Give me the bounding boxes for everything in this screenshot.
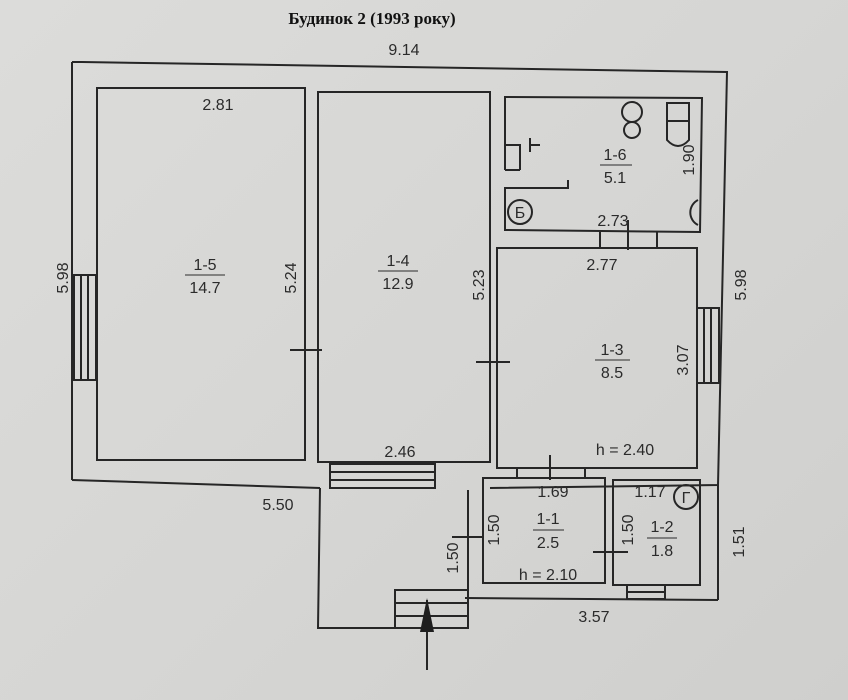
label-dimensions-annex-height: 1.51: [731, 526, 748, 557]
room-labels: 1-5 14.7 1-4 12.9 1-6 5.1 1-3 8.5 1-1 2.…: [185, 147, 677, 560]
label-dimensions-room-1-4-height: 5.23: [471, 269, 488, 300]
label-dimensions-room-1-4-width: 2.46: [384, 444, 415, 461]
window-bottom: [329, 463, 436, 489]
label-rooms-1-id: 1-4: [386, 253, 409, 270]
label-dimensions-left-height: 5.98: [55, 262, 72, 293]
label-rooms-0-id: 1-5: [193, 257, 216, 274]
boiler-symbol-icon: Б: [507, 199, 533, 225]
heater-icon: [689, 199, 699, 226]
label-rooms-4-id: 1-1: [536, 511, 559, 528]
label-rooms-4-area: 2.5: [537, 535, 559, 552]
label-dimensions-room-1-1-ceiling: h = 2.10: [519, 567, 577, 584]
label-dimensions-overall-width: 9.14: [388, 42, 419, 59]
label-rooms-5-area: 1.8: [651, 543, 673, 560]
doors: [290, 220, 658, 553]
label-dimensions-room-1-2-height: 1.50: [620, 514, 637, 545]
label-rooms-5-id: 1-2: [650, 519, 673, 536]
dimension-labels: 9.14 2.81 5.98 5.24 5.23 2.46 2.73 1.90 …: [55, 42, 750, 626]
label-rooms-3-area: 8.5: [601, 365, 623, 382]
label-dimensions-room-1-3-height: 3.07: [675, 344, 692, 375]
label-dimensions-annex-width: 3.57: [578, 609, 609, 626]
label-dimensions-room-1-6-height: 1.90: [681, 144, 698, 175]
label-dimensions-porch-height: 1.50: [445, 542, 462, 573]
label-dimensions-room-1-6-width: 2.73: [597, 213, 628, 230]
label-symbols-gas: Г: [682, 490, 691, 507]
label-rooms-1-area: 12.9: [382, 276, 413, 293]
toilet-icon: [666, 102, 690, 147]
window-1-2: [626, 584, 666, 600]
label-dimensions-room-1-5-height: 5.24: [283, 262, 300, 293]
label-dimensions-porch-width: 5.50: [262, 497, 293, 514]
window-right: [696, 307, 720, 384]
label-dimensions-room-1-1-width: 1.69: [537, 484, 568, 501]
label-dimensions-room-1-5-width: 2.81: [202, 97, 233, 114]
label-dimensions-room-1-2-width: 1.17: [634, 484, 665, 501]
label-rooms-3-id: 1-3: [600, 342, 623, 359]
entrance-arrow-icon: [420, 598, 434, 670]
room-1-3: [496, 247, 698, 469]
room-1-2: [612, 479, 701, 586]
label-dimensions-room-1-3-width: 2.77: [586, 257, 617, 274]
plan-title: Будинок 2 (1993 року): [288, 9, 455, 28]
sink-icon: [621, 101, 643, 139]
room-1-1: [482, 477, 606, 584]
label-rooms-2-id: 1-6: [603, 147, 626, 164]
label-rooms-2-area: 5.1: [604, 170, 626, 187]
label-dimensions-room-1-1-height: 1.50: [486, 514, 503, 545]
label-symbols-boiler: Б: [515, 205, 526, 222]
room-1-5: [96, 87, 306, 461]
room-1-4: [317, 91, 491, 463]
label-dimensions-room-1-3-ceiling: h = 2.40: [596, 442, 654, 459]
window-left: [73, 274, 97, 381]
label-dimensions-right-height: 5.98: [733, 269, 750, 300]
shower-icon: [529, 138, 540, 152]
room-1-6: [504, 95, 704, 234]
porch: [316, 487, 469, 629]
label-rooms-0-area: 14.7: [189, 280, 220, 297]
gas-symbol-icon: Г: [673, 484, 699, 510]
